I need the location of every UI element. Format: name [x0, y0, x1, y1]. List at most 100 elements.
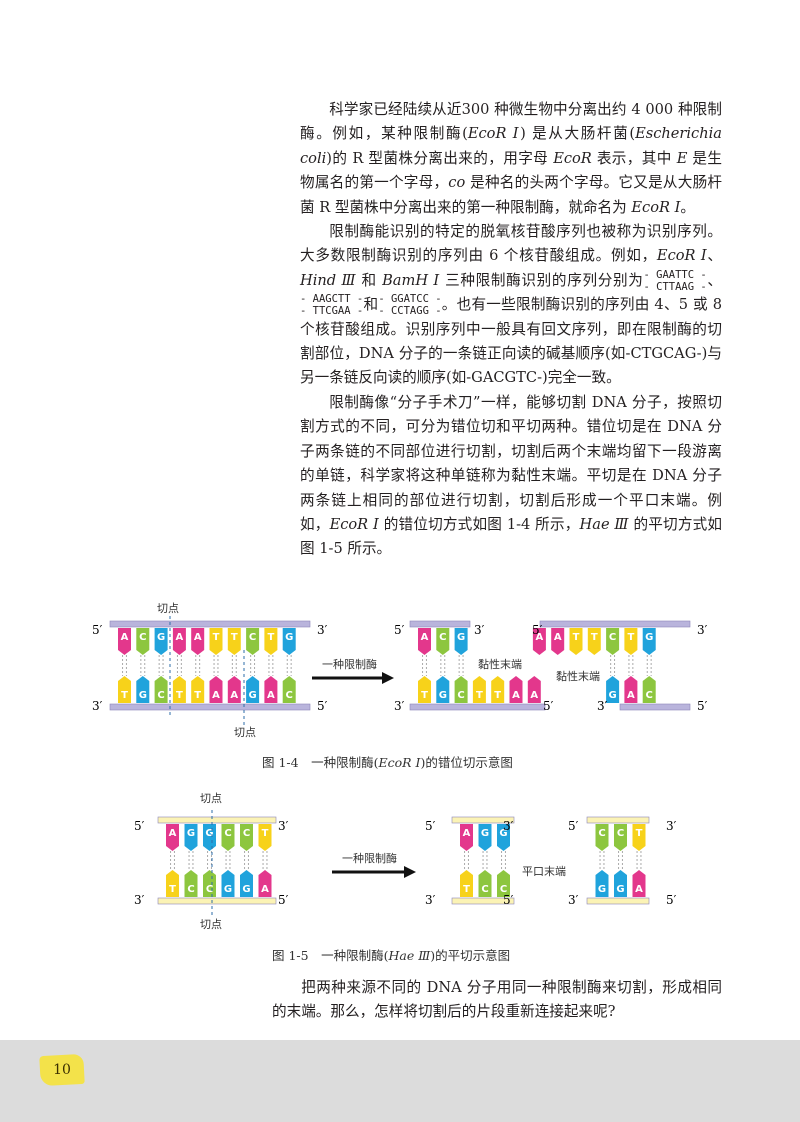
- nucleotide-base: [282, 676, 296, 703]
- base-letter: G: [457, 632, 465, 643]
- nucleotide-base: [472, 676, 486, 703]
- base-letter: G: [139, 690, 147, 701]
- end-label: 5′: [697, 699, 708, 713]
- base-letter: A: [463, 828, 471, 839]
- nucleotide-base: [454, 628, 468, 655]
- sequence-bamhi: - GGATCC -- CCTAGG -: [378, 293, 442, 318]
- end-label: 3′: [568, 893, 579, 907]
- base-letter: C: [224, 828, 231, 839]
- base-letter: G: [499, 828, 507, 839]
- nucleotide-base: [246, 628, 260, 655]
- cut-point-label-bottom: 切点: [200, 918, 222, 931]
- nucleotide-base: [282, 628, 296, 655]
- sugar-phosphate-backbone: [586, 897, 650, 905]
- sugar-phosphate-backbone: [157, 816, 277, 824]
- nucleotide-base: [460, 870, 473, 897]
- base-letter: T: [213, 632, 220, 643]
- nucleotide-base: [240, 824, 253, 851]
- figure-1-4-caption: 图 1-4 一种限制酶(EcoR Ⅰ)的错位切示意图: [262, 755, 513, 770]
- base-letter: G: [481, 828, 489, 839]
- end-label: 5′: [543, 699, 554, 713]
- cut-point-label-bottom: 切点: [234, 726, 256, 739]
- nucleotide-base: [614, 870, 627, 897]
- page-number: 10: [53, 1062, 71, 1078]
- nucleotide-base: [191, 676, 205, 703]
- base-letter: T: [121, 690, 128, 701]
- base-letter: G: [187, 828, 195, 839]
- sticky-end-label: 黏性末端: [556, 669, 600, 683]
- base-letter: T: [231, 632, 238, 643]
- end-label: 3′: [474, 623, 485, 637]
- base-letter: A: [421, 632, 429, 643]
- base-letter: C: [609, 632, 616, 643]
- base-letter: G: [608, 690, 616, 701]
- nucleotide-base: [227, 676, 241, 703]
- nucleotide-base: [587, 628, 601, 655]
- end-label: 3′: [697, 623, 708, 637]
- nucleotide-base: [624, 628, 638, 655]
- nucleotide-base: [551, 628, 565, 655]
- sugar-phosphate-backbone: [109, 620, 311, 628]
- base-letter: C: [249, 632, 256, 643]
- closing-paragraph: 把两种来源不同的 DNA 分子用同一种限制酶来切割，形成相同的末端。那么，怎样将…: [272, 976, 722, 1025]
- nucleotide-base: [240, 870, 253, 897]
- page-footer: [0, 1040, 800, 1122]
- end-label: 3′: [425, 893, 436, 907]
- base-letter: T: [176, 690, 183, 701]
- nucleotide-base: [509, 676, 523, 703]
- nucleotide-base: [154, 676, 168, 703]
- base-letter: T: [262, 828, 269, 839]
- sugar-phosphate-backbone: [451, 897, 515, 905]
- nucleotide-base: [606, 676, 620, 703]
- base-letter: A: [627, 690, 635, 701]
- base-letter: C: [598, 828, 605, 839]
- base-letter: T: [636, 828, 643, 839]
- base-letter: A: [530, 690, 538, 701]
- sugar-phosphate-backbone: [539, 620, 691, 628]
- nucleotide-base: [642, 676, 656, 703]
- blunt-end-label: 平口末端: [522, 864, 566, 878]
- nucleotide-base: [264, 676, 278, 703]
- nucleotide-base: [614, 824, 627, 851]
- cut-point-label-top: 切点: [157, 602, 179, 615]
- base-letter: T: [494, 690, 501, 701]
- base-letter: T: [267, 632, 274, 643]
- sugar-phosphate-backbone: [157, 897, 277, 905]
- end-label: 5′: [134, 819, 145, 833]
- base-letter: A: [512, 690, 520, 701]
- nucleotide-base: [191, 628, 205, 655]
- nucleotide-base: [172, 628, 186, 655]
- nucleotide-base: [632, 824, 646, 851]
- sugar-phosphate-backbone: [409, 620, 471, 628]
- arrow-label: 一种限制酶: [322, 657, 377, 671]
- end-label: 3′: [278, 819, 289, 833]
- base-letter: G: [616, 884, 624, 895]
- base-letter: C: [286, 690, 293, 701]
- nucleotide-base: [258, 870, 272, 897]
- end-label: 5′: [92, 623, 103, 637]
- base-letter: C: [243, 828, 250, 839]
- base-letter: G: [285, 632, 293, 643]
- nucleotide-base: [436, 676, 450, 703]
- end-label: 3′: [597, 699, 608, 713]
- base-letter: C: [206, 884, 213, 895]
- end-label: 5′: [503, 893, 514, 907]
- nucleotide-base: [118, 676, 131, 703]
- nucleotide-base: [460, 824, 473, 851]
- base-letter: G: [242, 884, 250, 895]
- base-letter: A: [212, 690, 220, 701]
- base-letter: T: [573, 632, 580, 643]
- end-label: 5′: [666, 893, 677, 907]
- sugar-phosphate-backbone: [451, 816, 515, 824]
- nucleotide-base: [606, 628, 620, 655]
- base-letter: T: [421, 690, 428, 701]
- nucleotide-base: [478, 824, 492, 851]
- base-letter: G: [645, 632, 653, 643]
- nucleotide-base: [118, 628, 131, 655]
- arrow-head-icon: [382, 672, 394, 684]
